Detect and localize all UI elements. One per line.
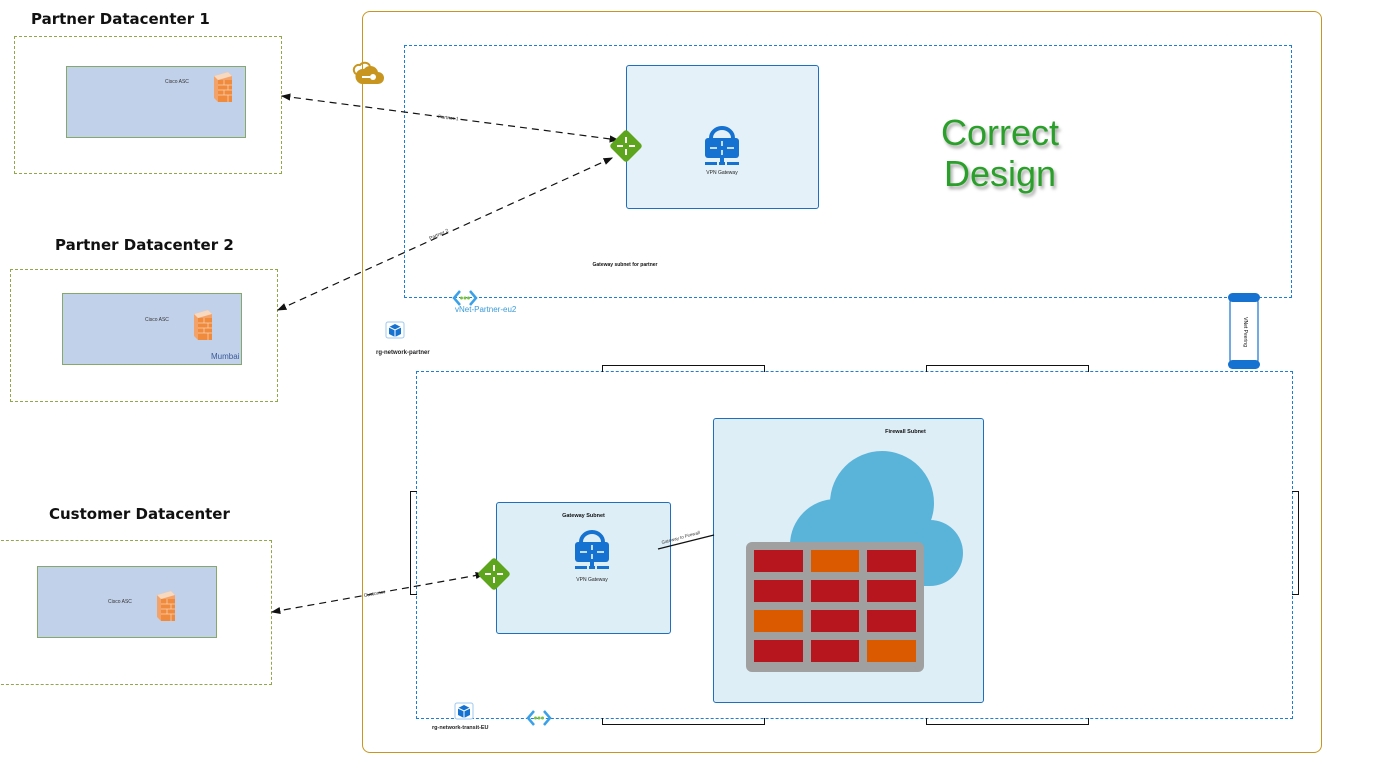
partner-dc2-box — [10, 269, 278, 402]
azure-firewall-icon — [746, 451, 963, 672]
bracket — [602, 718, 765, 725]
transit-vpn-gateway-label: VPN Gateway — [576, 577, 608, 583]
firewall-subnet-label: Firewall Subnet — [885, 429, 926, 435]
cloud-connection-icon — [352, 61, 384, 84]
transit-gateway-subnet-label: Gateway Subnet — [562, 513, 605, 519]
connection-partner1-label: Partner 1 — [438, 114, 459, 122]
vpn-gateway-icon — [705, 126, 739, 165]
router-icon — [610, 130, 642, 162]
partner-dc2-asc-label: Cisco ASC — [145, 317, 169, 323]
connection-gateway-firewall-label: Gateway to Firewall — [661, 530, 700, 545]
bracket — [602, 365, 765, 372]
resource-group-icon — [385, 321, 405, 339]
vpn-gateway-icon — [575, 530, 609, 569]
partner-dc2-location: Mumbai — [211, 352, 240, 361]
firewall-icon — [157, 591, 175, 621]
firewall-bricks — [754, 550, 916, 662]
vnet-peering-connector[interactable]: VNet Peering — [1226, 292, 1262, 372]
transit-resource-group: rg-network-transit-EU — [432, 725, 489, 731]
vnet-icon — [452, 290, 478, 306]
bracket — [926, 718, 1089, 725]
bracket — [1292, 491, 1299, 595]
customer-dc-asc-label: Cisco ASC — [108, 599, 132, 605]
connection-partner2-label: Partner 2 — [428, 228, 449, 242]
transit-vnet — [416, 371, 1293, 719]
azure-region-boundary — [362, 11, 1322, 753]
customer-dc-asc[interactable] — [37, 566, 217, 638]
firewall-icon — [194, 310, 212, 340]
customer-dc-title: Customer Datacenter — [49, 505, 230, 523]
connection-gateway-firewall — [657, 534, 715, 550]
bracket — [926, 365, 1089, 372]
connection-customer-label: Customer — [363, 589, 386, 599]
partner-dc2-title: Partner Datacenter 2 — [55, 236, 234, 254]
vnet-icon — [526, 710, 552, 726]
router-icon — [478, 558, 510, 590]
partner-gateway-subnet[interactable] — [626, 65, 819, 209]
design-status-title: Correct Design — [940, 112, 1060, 194]
partner-vpn-gateway-label: VPN Gateway — [706, 170, 738, 176]
firewall-icon — [214, 72, 232, 102]
resource-group-icon — [454, 702, 474, 720]
connection-partner2 — [276, 157, 614, 311]
partner-dc1-title: Partner Datacenter 1 — [31, 10, 210, 28]
partner-dc1-asc-label: Cisco ASC — [165, 79, 189, 85]
partner-subnet-label: Gateway subnet for partner — [592, 262, 658, 268]
peering-label: VNet Peering — [1242, 317, 1248, 347]
partner-resource-group: rg-network-partner — [376, 350, 430, 356]
connection-partner1 — [280, 93, 620, 143]
